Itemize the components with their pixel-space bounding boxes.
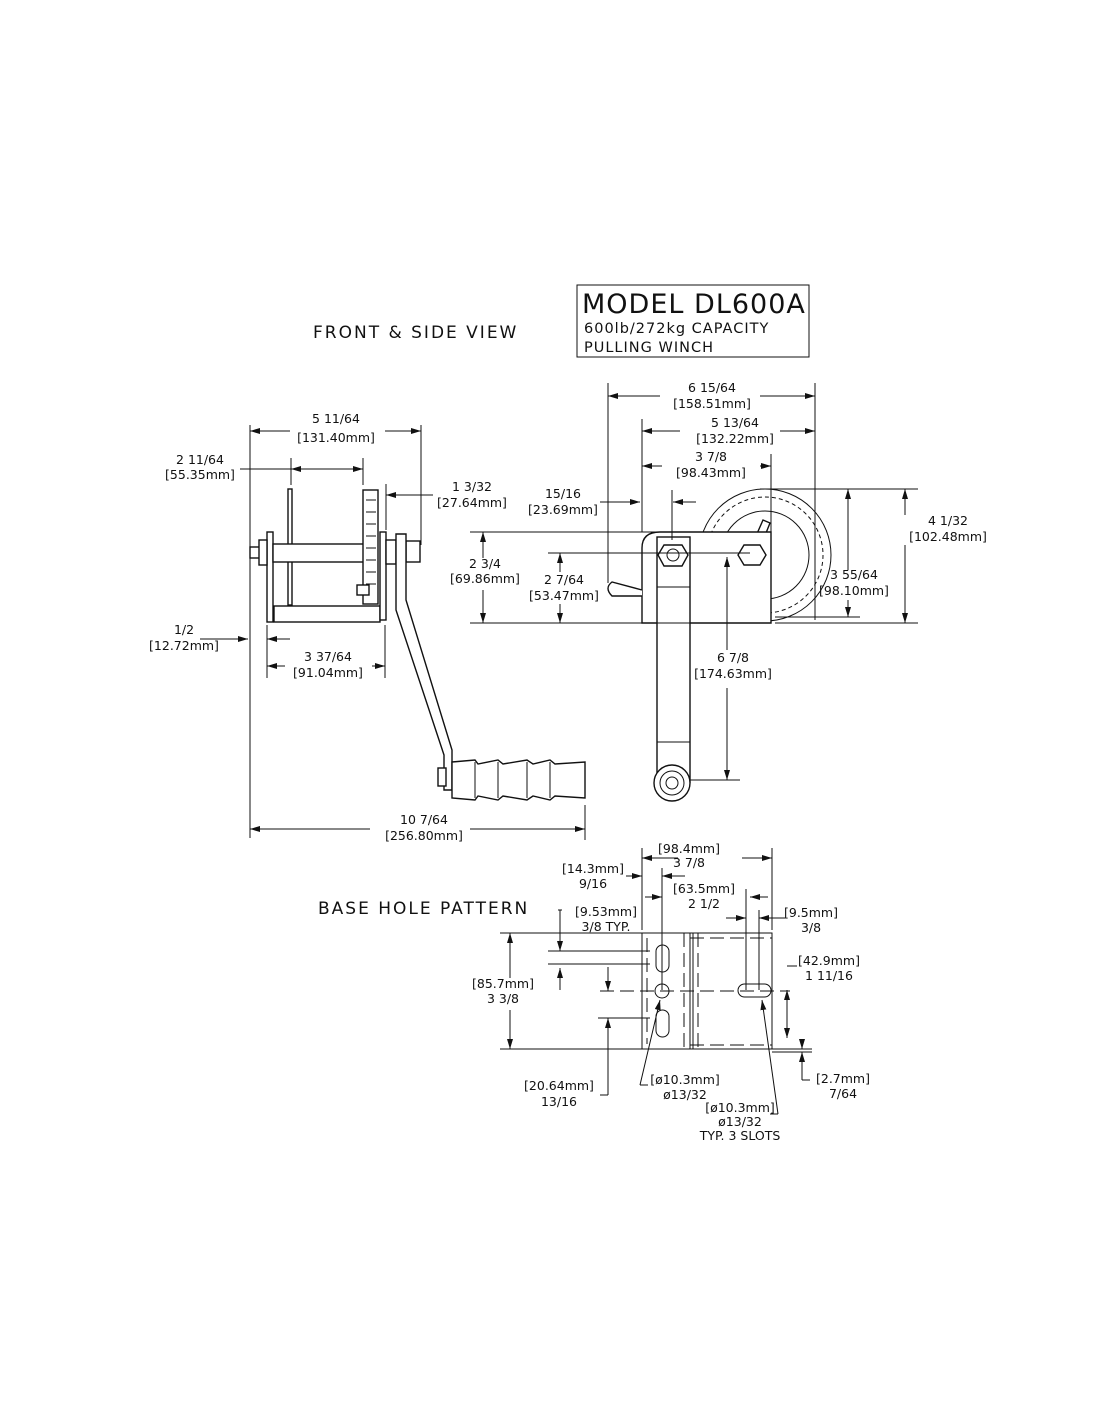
dim-label: [12.72mm] — [149, 638, 219, 653]
dim-label: 1/2 — [174, 622, 194, 637]
dim-label: 2 3/4 — [469, 556, 501, 571]
front-side-view-title: FRONT & SIDE VIEW — [313, 323, 518, 343]
dim-label: 3 7/8 — [695, 449, 727, 464]
dim-label: 2 7/64 — [544, 572, 584, 587]
dim-label: 5 11/64 — [312, 411, 360, 426]
dim-label: 3/8 TYP. — [582, 919, 631, 934]
dim-label: [9.53mm] — [575, 904, 637, 919]
dim-label: ø13/32 — [718, 1114, 762, 1129]
dim-label: [256.80mm] — [385, 828, 463, 843]
dim-label: 2 1/2 — [688, 896, 720, 911]
dim-label: [20.64mm] — [524, 1078, 594, 1093]
dim-label: 2 11/64 — [176, 452, 224, 467]
dim-label: [2.7mm] — [816, 1071, 870, 1086]
dim-label: 3 7/8 — [673, 855, 705, 870]
dim-label: 7/64 — [829, 1086, 857, 1101]
dim-label: 5 13/64 — [711, 415, 759, 430]
dim-label: [132.22mm] — [696, 431, 774, 446]
dim-label: [63.5mm] — [673, 881, 735, 896]
dimension-lines — [200, 383, 918, 1115]
dim-label: [131.40mm] — [297, 430, 375, 445]
side-view — [249, 488, 586, 801]
dim-label: [42.9mm] — [798, 953, 860, 968]
dim-label: 4 1/32 — [928, 513, 968, 528]
dim-label: 1 11/16 — [805, 968, 853, 983]
model-name: MODEL DL600A — [582, 289, 806, 320]
dim-label: [174.63mm] — [694, 666, 772, 681]
dim-label: 3 37/64 — [304, 649, 352, 664]
dim-label: [91.04mm] — [293, 665, 363, 680]
dim-label: [85.7mm] — [472, 976, 534, 991]
dim-label: 3 3/8 — [487, 991, 519, 1006]
base-hole-pattern-title: BASE HOLE PATTERN — [318, 899, 529, 919]
dim-label: [98.10mm] — [819, 583, 889, 598]
dim-label: 1 3/32 — [452, 479, 492, 494]
dim-label: 10 7/64 — [400, 812, 448, 827]
model-capacity: 600lb/272kg CAPACITY — [584, 321, 769, 337]
dim-label: ø13/32 — [663, 1087, 707, 1102]
model-title-block: MODEL DL600A 600lb/272kg CAPACITY PULLIN… — [576, 284, 810, 358]
dim-label: [9.5mm] — [784, 905, 838, 920]
base-hole-pattern — [600, 932, 790, 1050]
dim-label: [ø10.3mm] — [705, 1100, 775, 1115]
dim-label: [158.51mm] — [673, 396, 751, 411]
dim-label: 3/8 — [801, 920, 821, 935]
dim-label: [102.48mm] — [909, 529, 987, 544]
model-type: PULLING WINCH — [584, 340, 714, 356]
dim-label: [14.3mm] — [562, 861, 624, 876]
dim-label: [98.43mm] — [676, 465, 746, 480]
dim-label: 15/16 — [545, 486, 581, 501]
dim-label: [ø10.3mm] — [650, 1072, 720, 1087]
dim-label: [98.4mm] — [658, 841, 720, 856]
dim-label: [69.86mm] — [450, 571, 520, 586]
dim-label: [23.69mm] — [528, 502, 598, 517]
dim-label: TYP. 3 SLOTS — [699, 1128, 781, 1143]
dim-label: [53.47mm] — [529, 588, 599, 603]
dimension-labels: 5 11/64 [131.40mm] 2 11/64 [55.35mm] 1 3… — [149, 380, 987, 1143]
dim-label: 6 15/64 — [688, 380, 736, 395]
dim-label: [55.35mm] — [165, 467, 235, 482]
dim-label: [27.64mm] — [437, 495, 507, 510]
dim-label: 6 7/8 — [717, 650, 749, 665]
dim-label: 3 55/64 — [830, 567, 878, 582]
front-view — [607, 488, 832, 802]
dim-label: 13/16 — [541, 1094, 577, 1109]
dim-label: 9/16 — [579, 876, 607, 891]
